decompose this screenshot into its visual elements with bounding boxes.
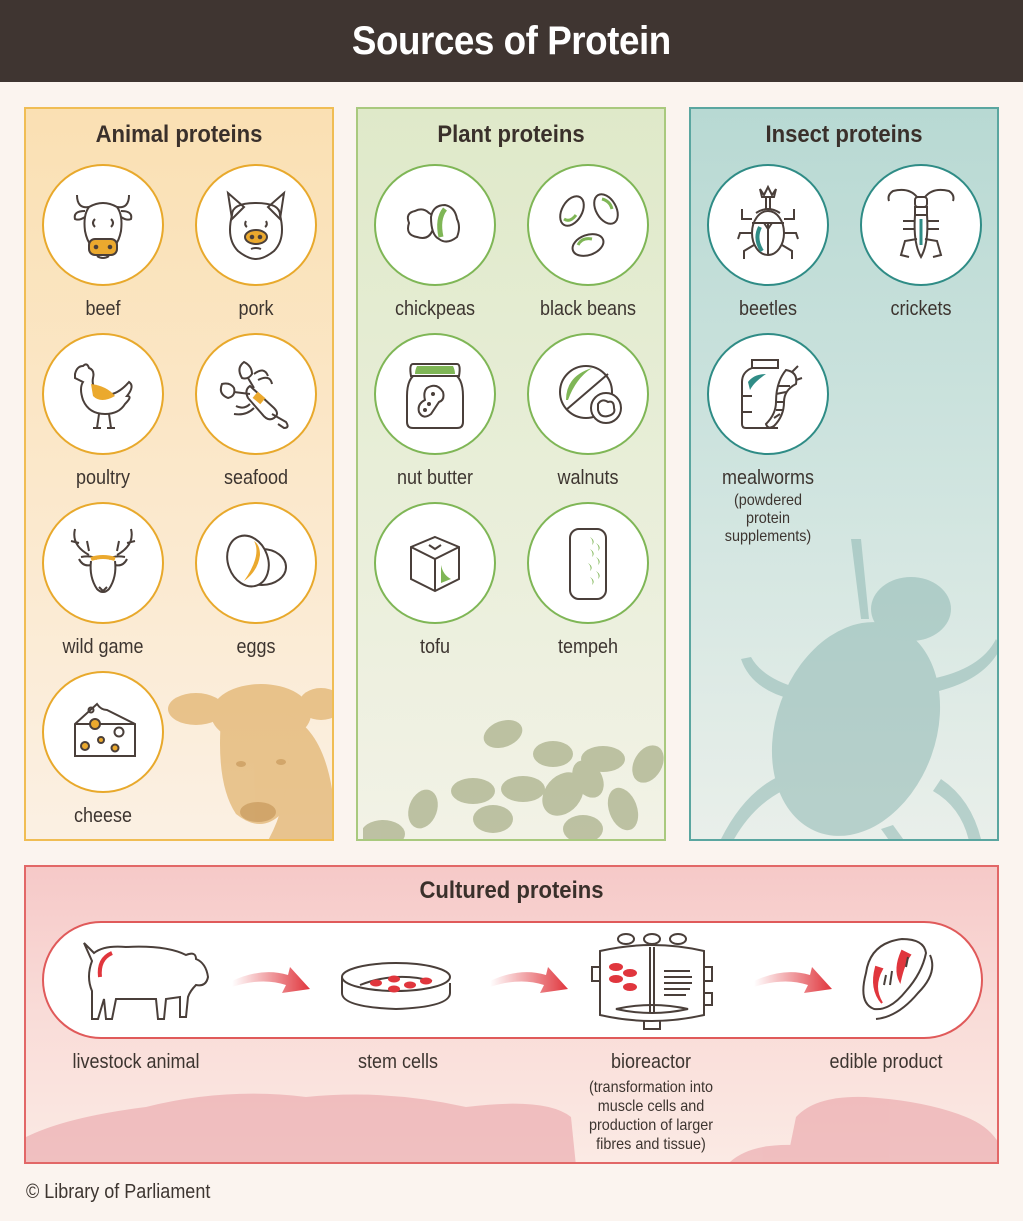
- nut-butter-jar-icon: [406, 363, 464, 429]
- item-label: poultry: [75, 467, 131, 489]
- lobster-icon: [219, 360, 289, 430]
- item-circle: [42, 502, 164, 624]
- protein-item-black-beans: black beans: [526, 164, 650, 321]
- item-label: wild game: [62, 636, 144, 658]
- item-label: beef: [85, 298, 121, 320]
- item-note: (powdered protein supplements): [724, 492, 812, 545]
- item-label: cheese: [73, 805, 133, 827]
- cheese-icon: [74, 702, 136, 757]
- header-bar: Sources of Protein: [0, 0, 1023, 82]
- arrow-right-icon: [754, 967, 832, 993]
- beans-icon: [559, 193, 619, 257]
- item-circle: [374, 502, 496, 624]
- cow-photo-background: [168, 684, 332, 839]
- protein-item-beef: beef: [41, 164, 165, 321]
- item-label: chickpeas: [394, 298, 476, 320]
- item-label: beetles: [738, 298, 798, 320]
- item-circle: [527, 164, 649, 286]
- panel-title: Insect proteins: [765, 121, 923, 148]
- beetle-icon: [737, 184, 799, 259]
- step-stem-cells: stem cells: [318, 1051, 478, 1074]
- animal-proteins-panel: Animal proteins beef: [24, 107, 334, 841]
- item-circle: [42, 164, 164, 286]
- insect-proteins-panel: Insect proteins beetles: [689, 107, 999, 841]
- hen-icon: [74, 363, 133, 429]
- item-circle: [527, 502, 649, 624]
- chickpeas-icon: [406, 203, 460, 243]
- beans-photo-background: [363, 719, 664, 839]
- item-circle: [195, 333, 317, 455]
- step-livestock-animal: livestock animal: [56, 1051, 216, 1074]
- page-title: Sources of Protein: [352, 18, 671, 63]
- item-label: walnuts: [557, 467, 619, 489]
- item-label: mealworms: [721, 467, 815, 489]
- item-label: tempeh: [557, 636, 619, 658]
- protein-item-tofu: tofu: [373, 502, 497, 659]
- protein-item-wild-game: wild game: [41, 502, 165, 659]
- item-label: black beans: [539, 298, 637, 320]
- protein-item-pork: pork: [194, 164, 318, 321]
- item-label: nut butter: [396, 467, 474, 489]
- item-circle: [707, 333, 829, 455]
- protein-item-walnuts: walnuts: [526, 333, 650, 490]
- panel-title: Cultured proteins: [419, 877, 604, 904]
- step-label: stem cells: [357, 1051, 439, 1073]
- panel-title: Animal proteins: [95, 121, 263, 148]
- bioreactor-icon: [591, 933, 713, 1030]
- eggs-icon: [226, 534, 287, 588]
- meat-photo-background: [26, 1093, 997, 1162]
- item-circle: [860, 164, 982, 286]
- item-circle: [195, 502, 317, 624]
- item-label: eggs: [236, 636, 276, 658]
- item-circle: [527, 333, 649, 455]
- protein-item-eggs: eggs: [194, 502, 318, 659]
- protein-item-seafood: seafood: [194, 333, 318, 490]
- item-circle: [707, 164, 829, 286]
- item-circle: [374, 164, 496, 286]
- item-circle: [42, 333, 164, 455]
- protein-item-cheese: cheese: [41, 671, 165, 828]
- pig-head-icon: [226, 190, 286, 261]
- arrow-right-icon: [490, 967, 568, 993]
- item-label: crickets: [890, 298, 952, 320]
- protein-item-tempeh: tempeh: [526, 502, 650, 659]
- steak-icon: [862, 937, 934, 1020]
- tofu-cube-icon: [410, 535, 460, 593]
- walnut-icon: [559, 365, 622, 424]
- cricket-icon: [887, 188, 955, 260]
- step-label: livestock animal: [72, 1051, 200, 1073]
- step-note: (transformation into muscle cells and pr…: [588, 1079, 714, 1153]
- step-bioreactor: bioreactor (transformation into muscle c…: [566, 1051, 736, 1154]
- item-label: seafood: [223, 467, 289, 489]
- cow-head-icon: [73, 194, 133, 259]
- item-label: tofu: [419, 636, 451, 658]
- protein-item-beetles: beetles: [706, 164, 830, 321]
- item-label: pork: [238, 298, 274, 320]
- protein-item-crickets: crickets: [859, 164, 983, 321]
- petri-dish-icon: [341, 962, 451, 1011]
- cultured-proteins-panel: Cultured proteins: [24, 865, 999, 1164]
- step-label: bioreactor: [610, 1051, 692, 1073]
- pig-icon: [83, 942, 210, 1020]
- protein-item-chickpeas: chickpeas: [373, 164, 497, 321]
- panel-title: Plant proteins: [437, 121, 585, 148]
- copyright-footer: © Library of Parliament: [26, 1181, 211, 1203]
- item-circle: [42, 671, 164, 793]
- mealworm-jar-icon: [741, 359, 803, 429]
- step-label: edible product: [829, 1051, 943, 1073]
- plant-proteins-panel: Plant proteins chickpeas: [356, 107, 666, 841]
- step-edible-product: edible product: [806, 1051, 966, 1074]
- deer-head-icon: [70, 528, 136, 593]
- protein-item-poultry: poultry: [41, 333, 165, 490]
- arrow-right-icon: [232, 967, 310, 993]
- item-circle: [374, 333, 496, 455]
- protein-item-mealworms: mealworms (powdered protein supplements): [706, 333, 830, 546]
- beetle-photo-background: [721, 539, 997, 839]
- tempeh-icon: [569, 528, 607, 600]
- protein-item-nut-butter: nut butter: [373, 333, 497, 490]
- item-circle: [195, 164, 317, 286]
